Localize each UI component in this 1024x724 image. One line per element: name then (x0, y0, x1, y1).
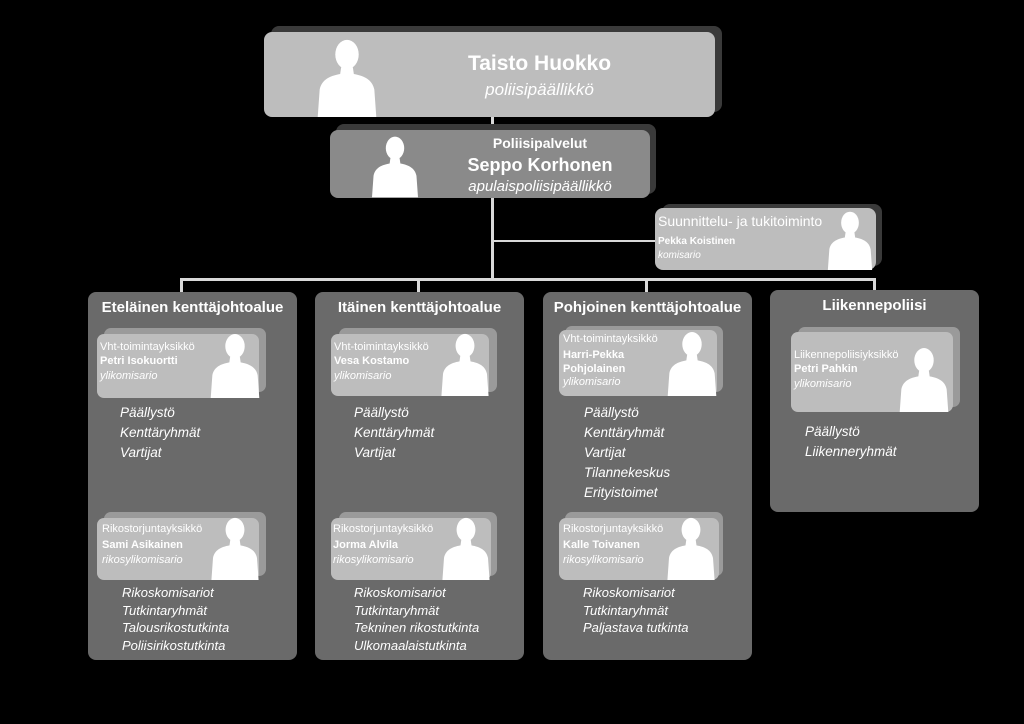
column-title: Pohjoinen kenttäjohtoalue (553, 299, 742, 316)
person-silhouette-icon (667, 328, 717, 396)
unit-card: Liikennepoliisiyksikkö Petri Pahkin ylik… (791, 332, 953, 412)
column-south: Eteläinen kenttäjohtoalue Vht-toimintayk… (88, 292, 297, 660)
deputy-role: apulaispoliisipäällikkö (468, 178, 612, 195)
unit-card: Vht-toimintayksikkö Petri Isokuortti yli… (97, 334, 259, 398)
connector-top (491, 116, 494, 130)
connector-planning (493, 240, 656, 242)
task-list: Päällystö Kenttäryhmät Vartijat (120, 405, 201, 460)
person-silhouette-icon (372, 132, 418, 198)
column-title: Itäinen kenttäjohtoalue (337, 299, 502, 316)
person-silhouette-icon (316, 35, 378, 117)
person-silhouette-icon (899, 344, 949, 412)
column-east: Itäinen kenttäjohtoalue Vht-toimintayksi… (315, 292, 524, 660)
person-silhouette-icon (441, 330, 489, 396)
deputy-unit: Poliisipalvelut (492, 135, 588, 151)
unit-card: Rikostorjuntayksikkö Sami Asikainen riko… (97, 518, 259, 580)
planning-role: komisario (658, 250, 701, 261)
chief-role: poliisipäällikkö (485, 80, 594, 99)
connector-col3 (645, 278, 648, 292)
planning-box: Suunnittelu- ja tukitoiminto Pekka Koist… (655, 208, 876, 270)
chief-box: Taisto Huokko poliisipäällikkö (264, 32, 715, 117)
unit-card: Vht-toimintayksikkö Vesa Kostamo ylikomi… (331, 334, 489, 396)
task-list: Rikoskomisariot Tutkintaryhmät Talousrik… (122, 585, 230, 653)
chief-name: Taisto Huokko (467, 52, 612, 75)
connector-col1 (180, 278, 183, 292)
connector-horizontal (180, 278, 875, 281)
column-traffic: Liikennepoliisi Liikennepoliisiyksikkö P… (770, 290, 979, 512)
connector-col2 (417, 278, 420, 292)
column-title: Eteläinen kenttäjohtoalue (101, 299, 284, 316)
planning-name: Pekka Koistinen (658, 236, 736, 247)
task-list: Rikoskomisariot Tutkintaryhmät Paljastav… (583, 585, 689, 635)
person-silhouette-icon (210, 330, 260, 398)
unit-card: Rikostorjuntayksikkö Jorma Alvila rikosy… (331, 518, 491, 580)
unit-card: Rikostorjuntayksikkö Kalle Toivanen riko… (559, 518, 719, 580)
person-silhouette-icon (665, 514, 717, 580)
person-silhouette-icon (210, 514, 260, 580)
task-list: Päällystö Liikenneryhmät (805, 424, 897, 459)
deputy-box: Poliisipalvelut Seppo Korhonen apulaispo… (330, 130, 650, 198)
connector-col4 (873, 278, 876, 292)
task-list: Päällystö Kenttäryhmät Vartijat (354, 405, 435, 460)
task-list: Rikoskomisariot Tutkintaryhmät Tekninen … (354, 585, 480, 653)
column-title: Liikennepoliisi (822, 297, 927, 314)
column-north: Pohjoinen kenttäjohtoalue Vht-toimintayk… (543, 292, 752, 660)
planning-unit: Suunnittelu- ja tukitoiminto (658, 213, 823, 229)
unit-card: Vht-toimintayksikkö Harri-Pekka Pohjolai… (559, 330, 717, 396)
task-list: Päällystö Kenttäryhmät Vartijat Tilannek… (584, 405, 671, 500)
person-silhouette-icon (827, 208, 873, 270)
deputy-name: Seppo Korhonen (467, 155, 613, 175)
connector-main (491, 196, 494, 280)
person-silhouette-icon (442, 514, 490, 580)
